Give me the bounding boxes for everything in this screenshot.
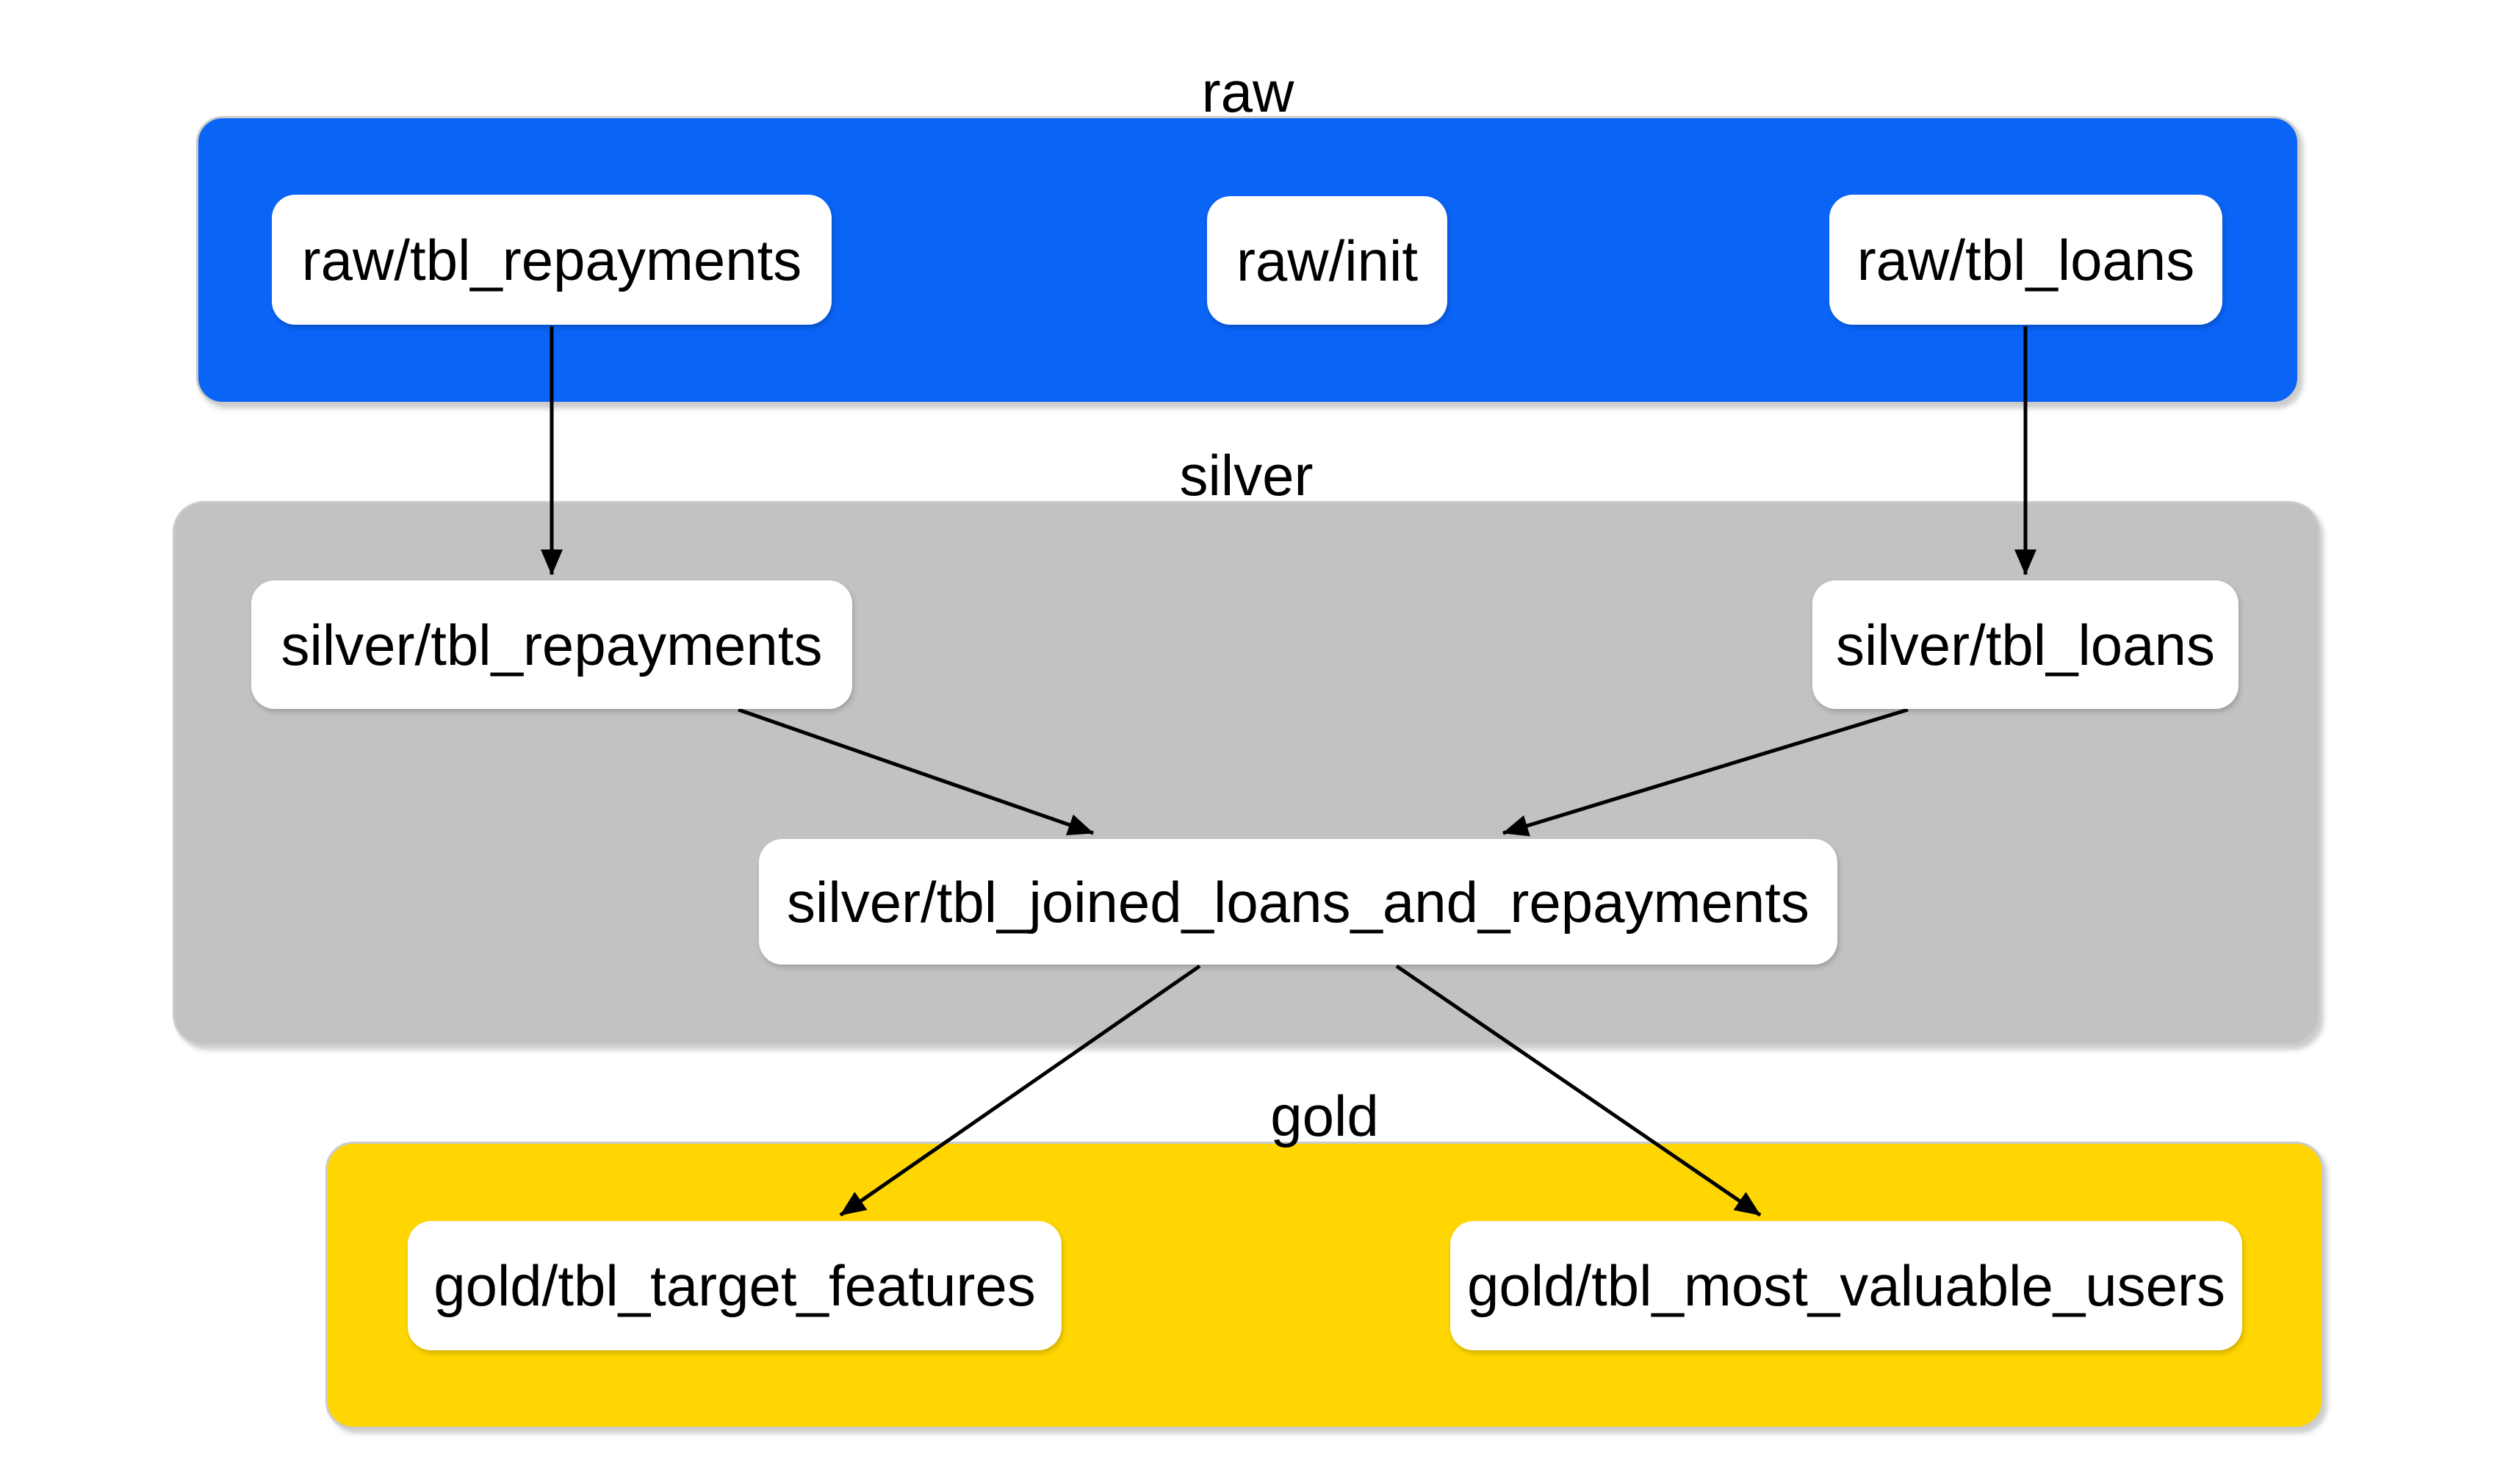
node-label: raw/tbl_repayments [301,227,802,292]
edge-silver-tbl-joined-to-gold-tbl-target-features [839,964,1201,1217]
node-silver-tbl-loans: silver/tbl_loans [1812,580,2239,709]
node-label: gold/tbl_most_valuable_users [1467,1253,2225,1318]
node-gold-tbl-most-valuable-users: gold/tbl_most_valuable_users [1450,1221,2242,1350]
node-gold-tbl-target-features: gold/tbl_target_features [408,1221,1062,1350]
layer-label-silver: silver [1179,443,1314,508]
node-raw-tbl-repayments: raw/tbl_repayments [272,195,832,325]
node-label: silver/tbl_joined_loans_and_repayments [787,869,1809,934]
edge-silver-tbl-loans-to-silver-tbl-joined [1502,707,1909,837]
node-label: silver/tbl_repayments [281,612,823,677]
layer-label-raw: raw [1201,60,1294,124]
node-silver-tbl-repayments: silver/tbl_repayments [251,580,852,709]
node-label: silver/tbl_loans [1836,612,2215,677]
edge-silver-tbl-joined-to-gold-tbl-most-valuable-users [1395,964,1762,1217]
node-raw-init: raw/init [1207,196,1447,325]
node-silver-tbl-joined-loans-and-repayments: silver/tbl_joined_loans_and_repayments [759,839,1837,965]
node-label: raw/tbl_loans [1856,227,2195,292]
edge-silver-tbl-repayments-to-silver-tbl-joined [738,707,1094,835]
node-raw-tbl-loans: raw/tbl_loans [1829,195,2222,325]
node-label: raw/init [1236,228,1419,293]
node-label: gold/tbl_target_features [433,1253,1036,1318]
layer-label-gold: gold [1270,1084,1379,1148]
